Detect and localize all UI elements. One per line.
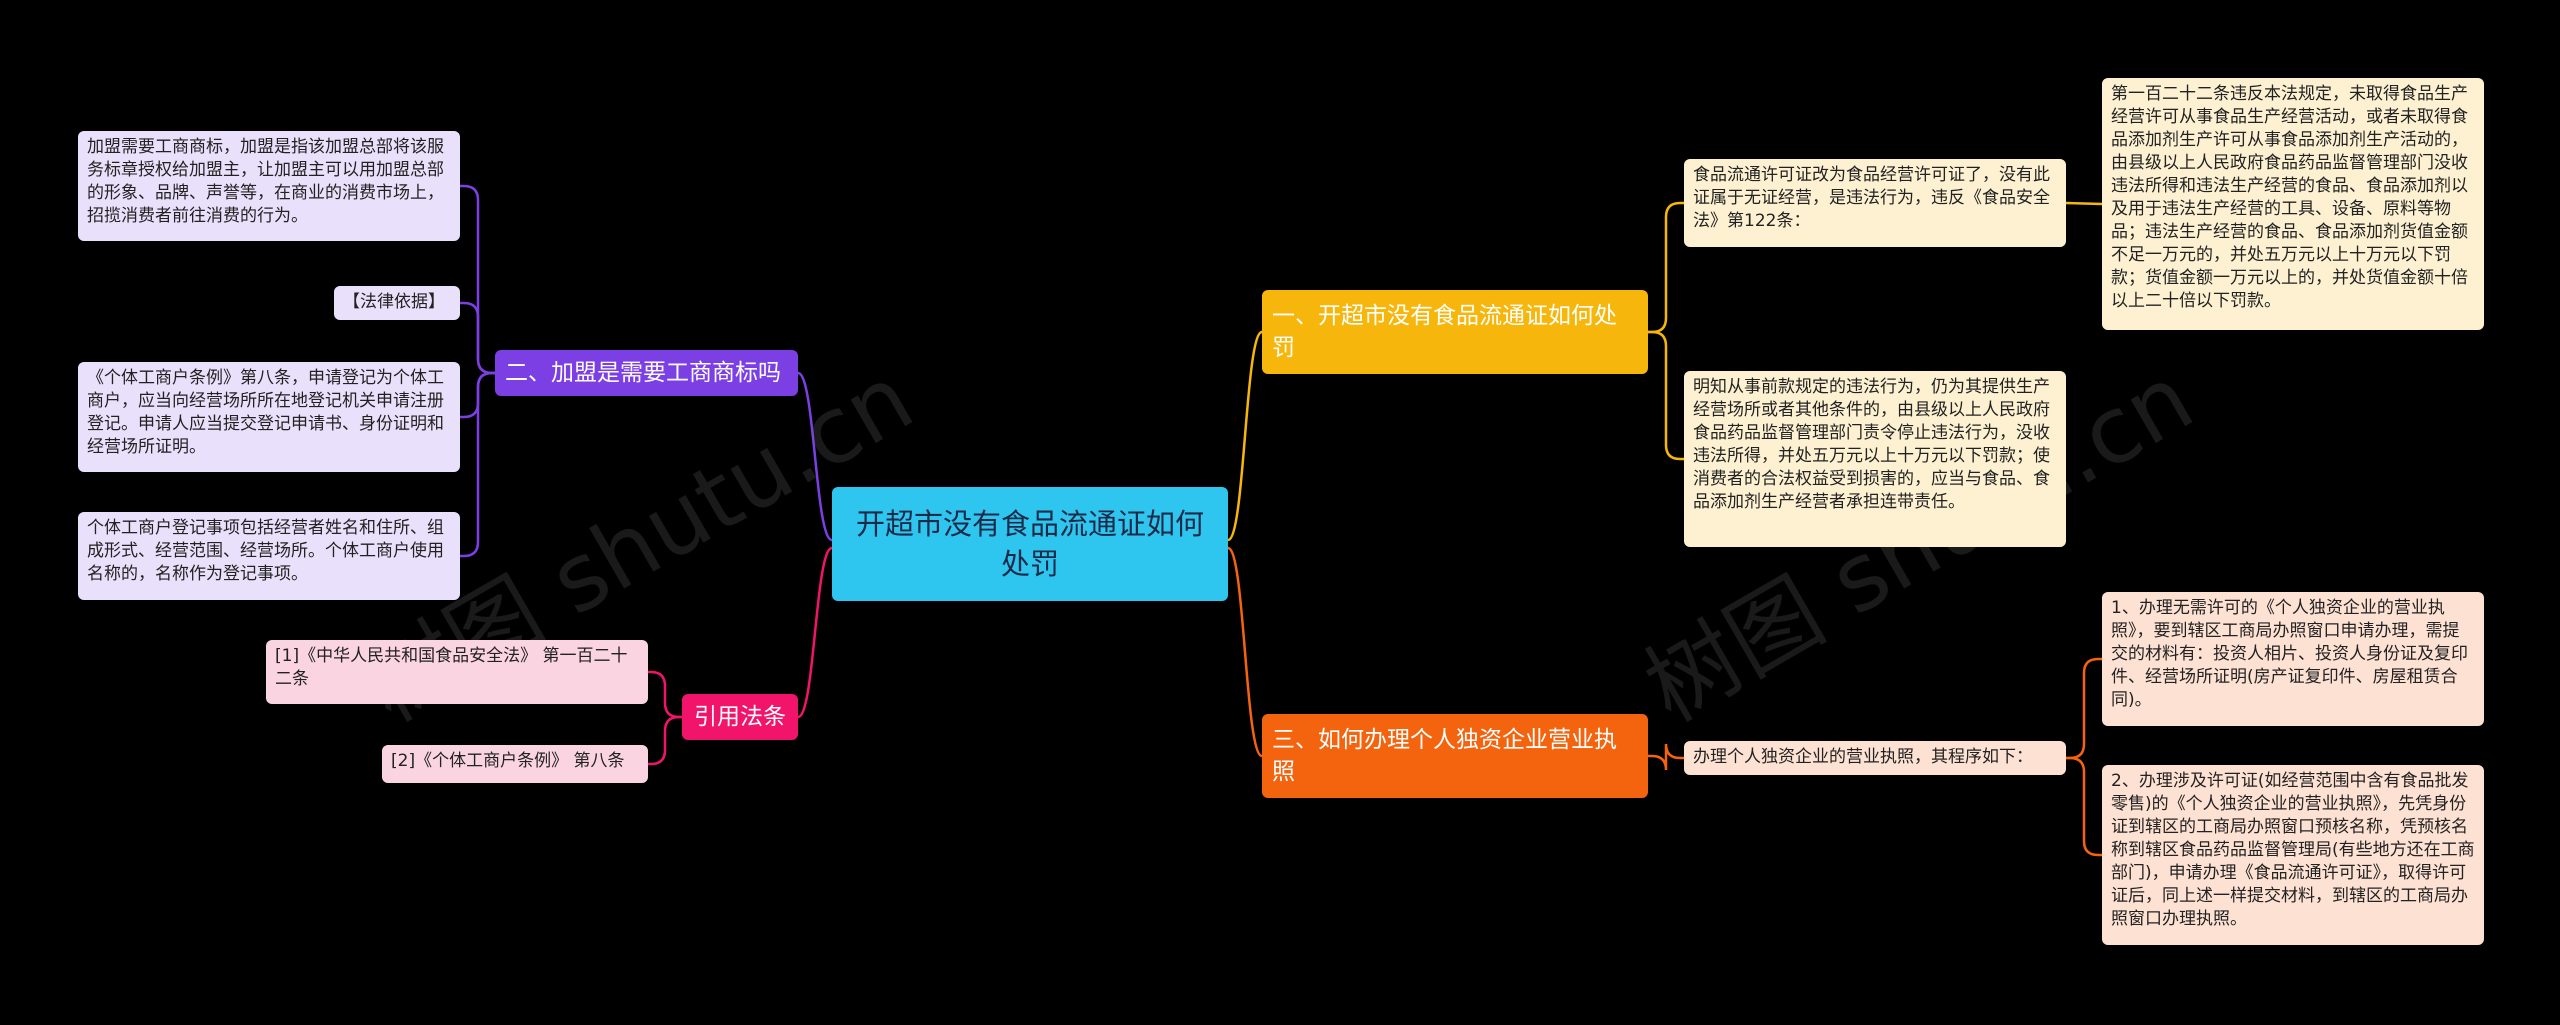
- branch-cited-laws[interactable]: 引用法条: [682, 694, 798, 740]
- root-topic[interactable]: 开超市没有食品流通证如何处罚: [832, 487, 1228, 601]
- link-q1-a: [1648, 201, 1684, 334]
- leaf-legal-basis[interactable]: 【法律依据】: [334, 286, 460, 320]
- leaf-procedure-intro[interactable]: 办理个人独资企业的营业执照，其程序如下：: [1684, 741, 2066, 775]
- link-q3-a: [1648, 743, 1684, 771]
- leaf-regulation-article8[interactable]: 《个体工商户条例》第八条，申请登记为个体工商户，应当向经营场所所在地登记机关申请…: [78, 362, 460, 472]
- link-root-q3: [1226, 546, 1264, 758]
- link-q3-a1: [2066, 657, 2102, 760]
- link-q1-a-detail: [2065, 201, 2103, 206]
- leaf-ref-food-safety-law[interactable]: [1]《中华人民共和国食品安全法》 第一百二十二条: [266, 640, 648, 704]
- leaf-knowingly-assist[interactable]: 明知从事前款规定的违法行为，仍为其提供生产经营场所或者其他条件的，由县级以上人民…: [1684, 371, 2066, 547]
- branch-sole-proprietorship-license-label: 三、如何办理个人独资企业营业执照: [1272, 727, 1617, 785]
- leaf-article-122[interactable]: 第一百二十二条违反本法规定，未取得食品生产经营许可从事食品生产经营活动，或者未取…: [2102, 78, 2484, 330]
- leaf-franchise-definition[interactable]: 加盟需要工商商标，加盟是指该加盟总部将该服务标章授权给加盟主，让加盟主可以用加盟…: [78, 131, 460, 241]
- link-q2-b: [460, 301, 495, 375]
- root-topic-label: 开超市没有食品流通证如何处罚: [855, 507, 1204, 581]
- link-q3-a2: [2066, 756, 2102, 857]
- leaf-unlicensed-operation[interactable]: 食品流通许可证改为食品经营许可证了，没有此证属于无证经营，是违法行为，违反《食品…: [1684, 159, 2066, 247]
- leaf-procedure-step1[interactable]: 1、办理无需许可的《个人独资企业的营业执照》，要到辖区工商局办照窗口申请办理，需…: [2102, 592, 2484, 726]
- branch-sole-proprietorship-license[interactable]: 三、如何办理个人独资企业营业执照: [1262, 714, 1648, 798]
- branch-franchise-trademark-label: 二、加盟是需要工商商标吗: [505, 360, 781, 386]
- branch-no-license-penalty[interactable]: 一、开超市没有食品流通证如何处罚: [1262, 290, 1648, 374]
- link-root-refs: [797, 546, 833, 719]
- link-ref-2: [648, 715, 682, 766]
- link-root-q2: [797, 371, 833, 542]
- link-q1-b: [1648, 330, 1684, 461]
- leaf-ref-individual-business[interactable]: [2]《个体工商户条例》 第八条: [382, 745, 648, 783]
- link-ref-1: [648, 670, 682, 719]
- link-q2-d: [460, 371, 495, 558]
- link-root-q1: [1226, 330, 1264, 542]
- branch-cited-laws-label: 引用法条: [694, 704, 786, 730]
- branch-franchise-trademark[interactable]: 二、加盟是需要工商商标吗: [495, 350, 798, 396]
- branch-no-license-penalty-label: 一、开超市没有食品流通证如何处罚: [1272, 303, 1617, 361]
- leaf-procedure-step2[interactable]: 2、办理涉及许可证(如经营范围中含有食品批发零售)的《个人独资企业的营业执照》，…: [2102, 765, 2484, 945]
- leaf-registration-items[interactable]: 个体工商户登记事项包括经营者姓名和住所、组成形式、经营范围、经营场所。个体工商户…: [78, 512, 460, 600]
